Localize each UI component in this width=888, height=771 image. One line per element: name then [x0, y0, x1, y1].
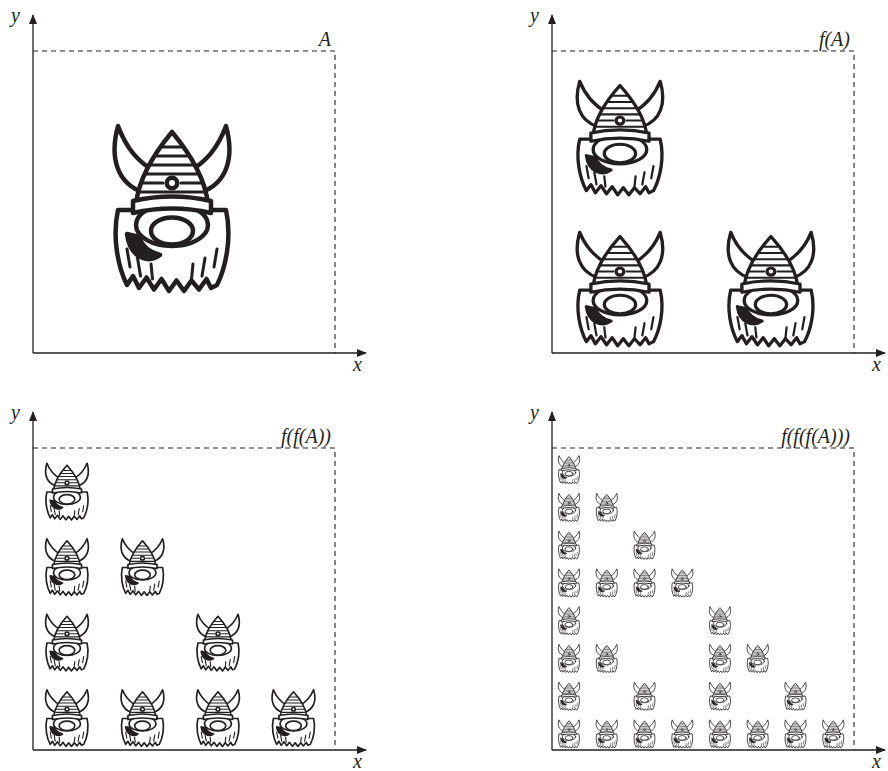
viking-figure	[558, 531, 579, 559]
viking-figure	[785, 682, 806, 710]
viking-figure	[596, 720, 617, 748]
y-axis	[32, 15, 33, 353]
viking-figure	[121, 690, 164, 747]
viking-figure	[634, 682, 655, 710]
viking-figure	[634, 569, 655, 597]
viking-figure	[272, 690, 315, 747]
viking-figure	[747, 720, 768, 748]
viking-figure	[558, 607, 579, 635]
viking-figure	[596, 493, 617, 521]
y-axis	[551, 15, 552, 353]
viking-figure	[709, 607, 730, 635]
viking-figure	[577, 232, 663, 346]
dashed-boundary	[552, 448, 854, 750]
viking-figure	[672, 720, 693, 748]
x-axis	[552, 352, 885, 353]
set-label: A	[319, 31, 331, 47]
viking-figure	[709, 682, 730, 710]
y-axis	[551, 412, 552, 750]
viking-figure	[558, 682, 579, 710]
viking-figure	[785, 720, 806, 748]
x-axis	[33, 749, 366, 750]
viking-figure	[558, 569, 579, 597]
axis-label: x	[353, 753, 362, 769]
viking-figure	[596, 569, 617, 597]
viking-figure	[728, 232, 814, 346]
viking-figure	[197, 690, 240, 747]
viking-figure	[596, 644, 617, 672]
viking-figure	[115, 126, 230, 291]
x-axis	[552, 749, 885, 750]
set-label: f(A)	[819, 31, 850, 47]
axis-label: x	[353, 356, 362, 372]
axis-label: y	[11, 404, 20, 420]
viking-figure	[634, 531, 655, 559]
viking-figure	[709, 720, 730, 748]
dashed-boundary	[33, 448, 335, 750]
dashed-boundary	[33, 51, 335, 353]
viking-figures	[46, 81, 844, 748]
viking-figure	[46, 463, 89, 520]
viking-figure	[577, 81, 663, 195]
viking-figure	[747, 644, 768, 672]
set-label: f(f(f(A)))	[781, 428, 850, 444]
x-axis	[33, 352, 366, 353]
viking-figure	[558, 720, 579, 748]
viking-figure	[197, 614, 240, 671]
viking-figure	[46, 690, 89, 747]
axis-label: x	[872, 356, 881, 372]
axis-label: y	[11, 7, 20, 23]
viking-figure	[46, 614, 89, 671]
viking-figure	[558, 493, 579, 521]
viking-figure	[634, 720, 655, 748]
viking-figure	[558, 644, 579, 672]
axis-label: y	[530, 404, 539, 420]
axis-label: x	[872, 753, 881, 769]
viking-figure	[121, 539, 164, 596]
viking-figure	[709, 644, 730, 672]
y-axis	[32, 412, 33, 750]
viking-figure	[672, 569, 693, 597]
axis-label: y	[530, 7, 539, 23]
set-label: f(f(A))	[281, 428, 331, 444]
dashed-boundary	[552, 51, 854, 353]
axes-and-frames	[33, 15, 885, 750]
viking-figure	[823, 720, 844, 748]
viking-figure	[558, 456, 579, 484]
viking-figure	[46, 539, 89, 596]
